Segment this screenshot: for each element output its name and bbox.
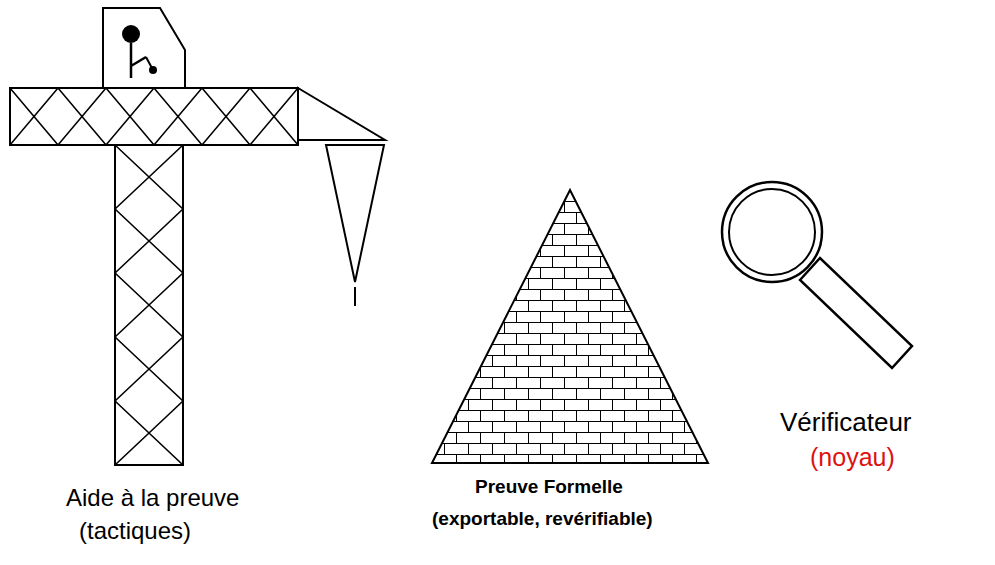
crane-drawing [10, 8, 385, 465]
caption-label: (tactiques) [79, 517, 191, 545]
magnifier-drawing [722, 182, 912, 368]
caption-label: Aide à la preuve [66, 484, 239, 512]
caption-label: (noyau) [810, 443, 895, 472]
caption-label: Preuve Formelle [475, 476, 623, 498]
caption-label: Vérificateur [780, 408, 912, 438]
pyramid-drawing [432, 190, 708, 463]
caption-label: (exportable, revérifiable) [432, 508, 653, 530]
